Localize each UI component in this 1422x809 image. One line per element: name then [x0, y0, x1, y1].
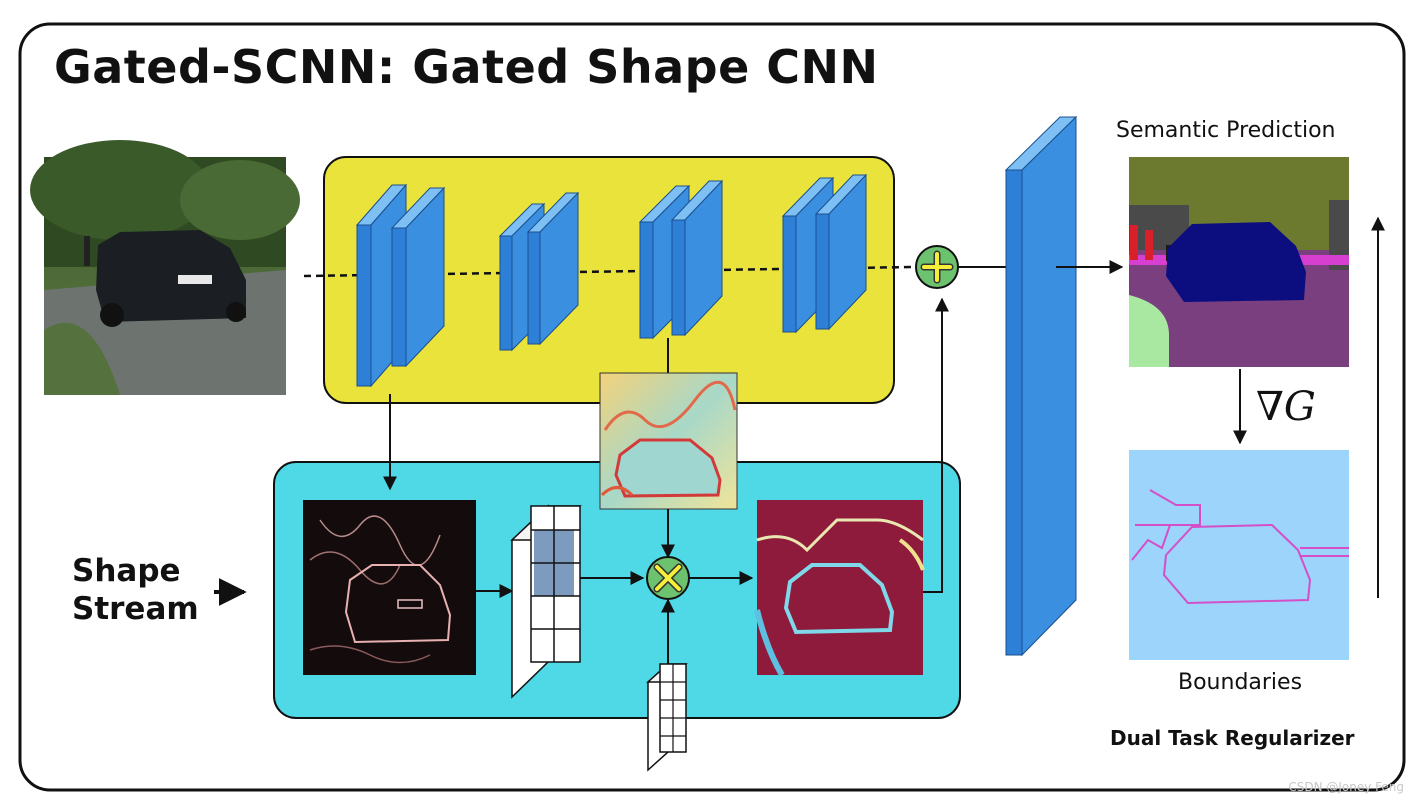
outer-frame [18, 22, 1406, 792]
fusion-conv-block [1004, 115, 1078, 657]
gated-shape-output-image [754, 500, 925, 677]
gate-filter-large [510, 504, 582, 699]
credit-watermark: CSDN @Joney Feng [1288, 780, 1404, 794]
edge-map-image [303, 500, 476, 675]
gradient-label: ∇G [1256, 384, 1316, 430]
semantic-prediction-label: Semantic Prediction [1116, 118, 1336, 143]
conv-block-3 [638, 179, 724, 340]
input-image [30, 140, 300, 395]
attention-map-image [599, 372, 738, 510]
add-fusion-icon [915, 245, 959, 289]
conv-block-4 [781, 173, 868, 334]
shape-stream-label-line1: Shape [72, 553, 181, 589]
page-title: Gated-SCNN: Gated Shape CNN [54, 40, 879, 94]
boundaries-image [1129, 450, 1349, 660]
gate-filter-small [646, 662, 688, 772]
conv-block-2 [498, 191, 580, 352]
multiply-gate-icon [646, 556, 690, 600]
connector-output-to-add [923, 297, 949, 593]
semantic-prediction-image [1129, 157, 1349, 367]
shape-stream-label-line2: Stream [72, 591, 199, 627]
dual-task-regularizer-label: Dual Task Regularizer [1110, 726, 1355, 750]
conv-block-1 [355, 183, 446, 388]
boundaries-label: Boundaries [1178, 670, 1303, 695]
shape-stream-label: Shape Stream [72, 552, 199, 628]
